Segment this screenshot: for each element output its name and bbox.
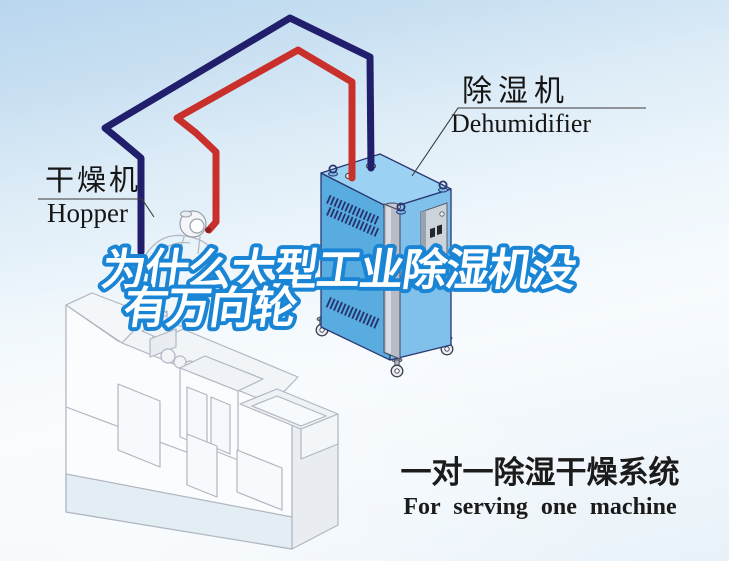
door-panel-3 [236, 449, 283, 511]
hopper-mount-plate [141, 320, 187, 340]
strip-highlight [386, 206, 391, 354]
caption: 一对一除湿干燥系统 For serving one machine [375, 455, 705, 520]
control-panel [420, 202, 448, 277]
headline-line1: 为什么大型工业除湿机没 [99, 246, 580, 295]
hopper-label-en: Hopper [47, 198, 128, 228]
cyclone-drum-inner [189, 218, 205, 234]
eyebolts [328, 164, 448, 215]
extruder-base-band [65, 473, 293, 550]
headline: 为什么大型工业除湿机没 有万向轮 [95, 242, 584, 337]
hopper-neck-top [152, 310, 168, 318]
headline-line2: 有万向轮 [121, 284, 301, 333]
panel-indicator-red [436, 244, 441, 248]
right-box-recess [251, 395, 327, 427]
hopper-label-zh: 干燥机 [45, 165, 142, 197]
door-panel-1 [117, 383, 161, 468]
hopper-dome [144, 234, 215, 257]
dehumidifier-leader-line [411, 107, 646, 177]
right-box-front [300, 413, 339, 460]
dehumidifier-label-en: Dehumidifier [451, 109, 592, 138]
panel-slot-2 [437, 224, 442, 235]
cyclone-cap [180, 210, 192, 218]
red-return-hose [173, 46, 356, 234]
door-panel-2 [186, 433, 218, 498]
vent-grilles [325, 194, 381, 330]
label-leader-lines [38, 107, 646, 218]
hopper-dome-inner [157, 241, 191, 255]
dehumidifier-label-zh: 除湿机 [462, 75, 570, 108]
hopper-mount-base [149, 328, 177, 358]
navy-dry-air-hose [101, 14, 375, 256]
red-hose-tip [205, 227, 211, 233]
hopper-leader-line [38, 198, 155, 218]
hopper-dryer-illustration [144, 210, 215, 257]
caption-zh: 一对一除湿干燥系统 [400, 455, 680, 490]
caption-en: For serving one machine [403, 493, 677, 520]
feed-cylinder-1 [160, 348, 176, 364]
mid-box-window-2 [210, 396, 231, 455]
cyclone-funnel [178, 235, 201, 255]
panel-indicator [439, 211, 445, 217]
panel-slot-1 [430, 227, 435, 238]
extruder-illustration [65, 292, 339, 550]
